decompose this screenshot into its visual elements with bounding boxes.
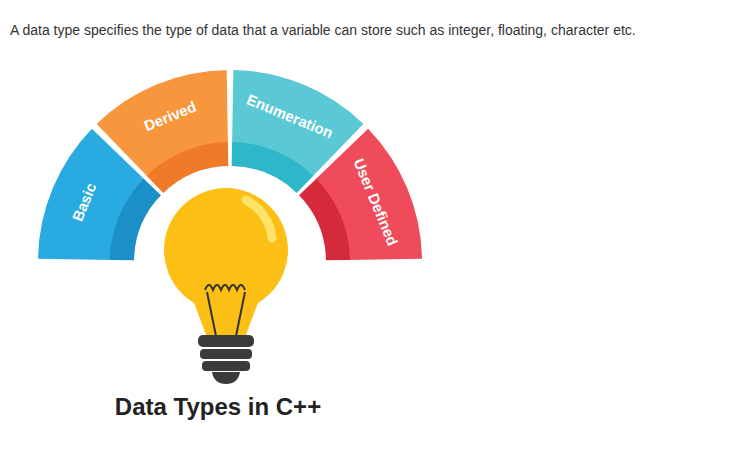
type-band: Derived (94, 68, 231, 195)
lightbulb (164, 188, 288, 384)
intro-sentence: A data type specifies the type of data t… (10, 22, 735, 38)
type-band: User Defined (297, 126, 424, 263)
diagram-title: Data Types in C++ (0, 393, 436, 421)
band-shape (94, 68, 231, 195)
band-shape (297, 126, 424, 263)
